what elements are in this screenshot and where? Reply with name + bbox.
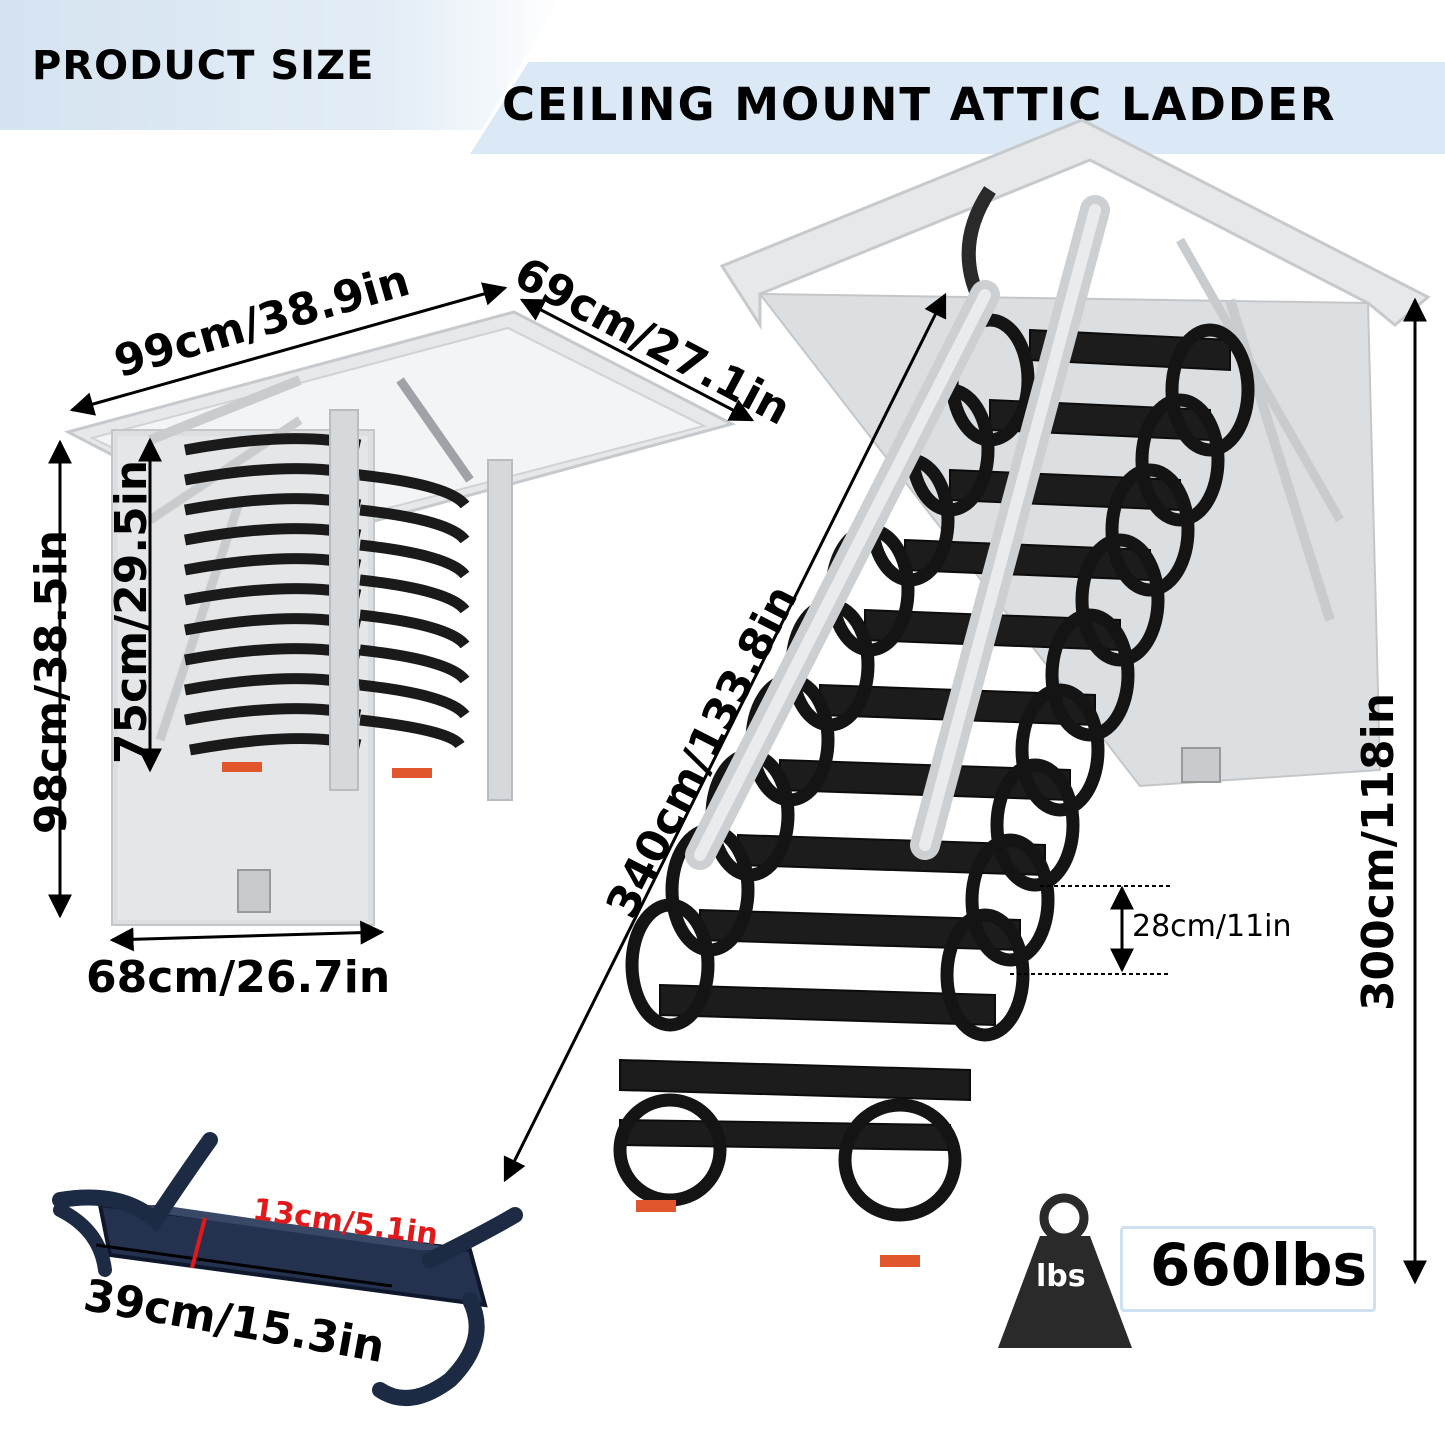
page-title: CEILING MOUNT ATTIC LADDER <box>502 78 1337 131</box>
step-spacing-label: 28cm/11in <box>1132 909 1292 944</box>
weight-icon-label: lbs <box>1036 1259 1086 1294</box>
load-capacity-value: 660lbs <box>1150 1231 1367 1299</box>
header-title-banner <box>470 62 1445 154</box>
closed-bottom-width-label: 68cm/26.7in <box>86 952 391 1003</box>
dimension-lines <box>48 282 1427 1288</box>
step-spacing-guides <box>1010 885 1170 975</box>
header-badge-banner <box>0 0 560 130</box>
weight-icon <box>998 1193 1132 1348</box>
closed-total-height-label: 98cm/38.5in <box>26 529 78 835</box>
product-size-badge: PRODUCT SIZE <box>32 43 375 89</box>
step-detail-drawing <box>52 1132 523 1406</box>
closed-folded-height-label: 75cm/29.5in <box>106 459 158 765</box>
step-depth-line <box>190 1217 207 1269</box>
load-capacity-badge: lbs 660lbs <box>1010 1218 1376 1312</box>
ceiling-height-label: 300cm/118in <box>1353 692 1405 1012</box>
load-capacity-frame <box>1120 1226 1376 1312</box>
